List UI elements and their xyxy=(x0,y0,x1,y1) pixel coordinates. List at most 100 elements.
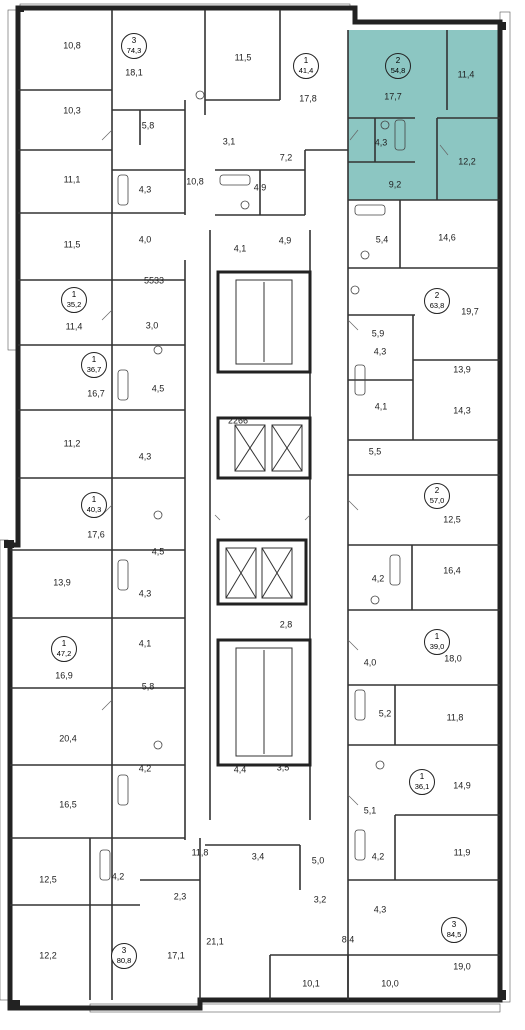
room-area-label: 14,6 xyxy=(438,232,456,243)
room-area-label: 4,3 xyxy=(374,137,388,148)
room-area-label: 9,2 xyxy=(388,179,402,190)
room-area-label: 5533 xyxy=(143,275,165,286)
room-area-label: 11,8 xyxy=(446,712,464,723)
apartment-area: 47,2 xyxy=(56,649,72,658)
room-area-label: 18,1 xyxy=(125,67,143,78)
room-area-label: 3,1 xyxy=(222,136,236,147)
room-area-label: 4,3 xyxy=(373,904,387,915)
room-area-label: 11,4 xyxy=(65,321,83,332)
apartment-area: 80,8 xyxy=(116,956,132,965)
room-area-label: 3,4 xyxy=(251,851,265,862)
room-area-label: 4,3 xyxy=(373,346,387,357)
interior-walls xyxy=(10,10,500,1000)
room-area-label: 17,6 xyxy=(87,529,105,540)
room-area-label: 12,2 xyxy=(39,950,57,961)
apartment-area: 40,3 xyxy=(86,505,102,514)
room-area-label: 16,9 xyxy=(55,670,73,681)
apartment-rooms: 3 xyxy=(121,946,127,955)
room-area-label: 21,1 xyxy=(206,936,224,947)
room-area-label: 13,9 xyxy=(53,577,71,588)
apartment-rooms: 1 xyxy=(61,639,67,648)
room-area-label: 10,3 xyxy=(63,105,81,116)
room-area-label: 17,1 xyxy=(167,950,185,961)
room-area-label: 11,4 xyxy=(457,69,475,80)
room-area-label: 5,5 xyxy=(368,446,382,457)
door-swings xyxy=(101,129,449,806)
room-area-label: 5,9 xyxy=(371,328,385,339)
room-area-label: 11,1 xyxy=(63,174,81,185)
core-details xyxy=(225,279,303,757)
room-area-label: 7,2 xyxy=(279,152,293,163)
room-area-label: 16,4 xyxy=(443,565,461,576)
room-area-label: 4,2 xyxy=(371,851,385,862)
apartment-area: 57,0 xyxy=(429,496,445,505)
apartment-area: 84,5 xyxy=(446,930,462,939)
apartment-area: 41,4 xyxy=(298,66,314,75)
room-area-label: 4,1 xyxy=(374,401,388,412)
apartment-rooms: 3 xyxy=(451,920,457,929)
room-area-label: 3,0 xyxy=(145,320,159,331)
apartment-area: 74,3 xyxy=(126,46,142,55)
room-area-label: 19,7 xyxy=(461,306,479,317)
room-area-label: 12,5 xyxy=(443,514,461,525)
room-area-label: 4,3 xyxy=(138,451,152,462)
apartment-area: 63,8 xyxy=(429,301,445,310)
room-area-label: 12,5 xyxy=(39,874,57,885)
room-area-label: 11,5 xyxy=(234,52,252,63)
bathroom-fixtures xyxy=(99,90,406,881)
apartment-area: 36,1 xyxy=(414,782,430,791)
apartment-rooms: 2 xyxy=(395,56,401,65)
room-area-label: 16,5 xyxy=(59,799,77,810)
room-area-label: 11,9 xyxy=(453,847,471,858)
apartment-rooms: 2 xyxy=(434,486,440,495)
highlighted-apartment-fill[interactable] xyxy=(348,30,499,200)
room-area-label: 4,5 xyxy=(151,546,165,557)
room-area-label: 4,9 xyxy=(253,182,267,193)
apartment-area: 54,8 xyxy=(390,66,406,75)
room-area-label: 10,8 xyxy=(186,176,204,187)
room-area-label: 4,3 xyxy=(138,588,152,599)
facade-pillars xyxy=(4,8,506,1008)
room-area-label: 2266 xyxy=(227,415,249,426)
room-area-label: 17,7 xyxy=(384,91,402,102)
apartment-rooms: 2 xyxy=(434,291,440,300)
room-area-label: 19,0 xyxy=(453,961,471,972)
apartment-rooms: 1 xyxy=(91,355,97,364)
building-core xyxy=(216,270,312,767)
room-area-label: 10,1 xyxy=(302,978,320,989)
room-area-label: 12,2 xyxy=(458,156,476,167)
room-area-label: 11,2 xyxy=(63,438,81,449)
apartment-rooms: 1 xyxy=(303,56,309,65)
room-area-label: 3,5 xyxy=(276,762,290,773)
apartment-area: 36,7 xyxy=(86,365,102,374)
room-area-label: 4,4 xyxy=(233,764,247,775)
room-area-label: 4,2 xyxy=(371,573,385,584)
room-area-label: 20,4 xyxy=(59,733,77,744)
apartment-rooms: 1 xyxy=(71,290,77,299)
room-area-label: 10,0 xyxy=(381,978,399,989)
room-area-label: 5,8 xyxy=(141,120,155,131)
room-area-label: 4,0 xyxy=(138,234,152,245)
apartment-rooms: 1 xyxy=(419,772,425,781)
room-area-label: 8,4 xyxy=(341,934,355,945)
room-area-label: 5,4 xyxy=(375,234,389,245)
room-area-label: 2,3 xyxy=(173,891,187,902)
room-area-label: 14,9 xyxy=(453,780,471,791)
room-area-label: 5,8 xyxy=(141,681,155,692)
room-area-label: 2,8 xyxy=(279,619,293,630)
apartment-rooms: 1 xyxy=(434,632,440,641)
